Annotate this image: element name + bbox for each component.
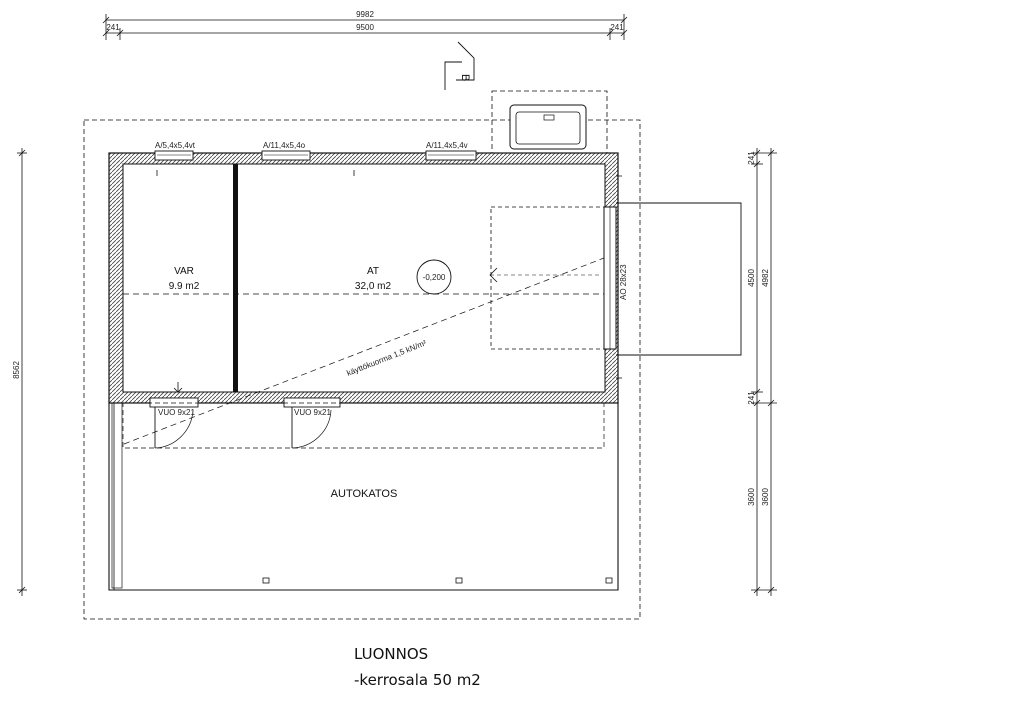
- caption-floor-area: -kerrosala 50 m2: [354, 671, 481, 689]
- dim-right-top-wall: 241: [747, 151, 756, 165]
- top-dimensions: [102, 14, 628, 40]
- door-1-label: VUO 9x21: [158, 408, 195, 417]
- level-marker: [416, 259, 452, 295]
- dim-wall-left: 241: [106, 23, 120, 32]
- window-1-label: A/5,4x5,4vt: [155, 141, 196, 150]
- door-2: [283, 397, 341, 449]
- plot-boundary: [83, 119, 641, 620]
- dim-overall-depth: 8562: [12, 361, 21, 379]
- dim-carport-depth-b: 3600: [761, 488, 770, 506]
- level-value: -0,200: [423, 273, 446, 282]
- section-marker-label: B: [459, 74, 471, 81]
- window-2: [261, 150, 355, 176]
- dim-right-room-outer: 4982: [761, 269, 770, 287]
- room-var-name: VAR: [174, 266, 194, 277]
- section-marker: [444, 41, 475, 90]
- dim-right-bottom-wall: 241: [747, 391, 756, 405]
- room-at-area: 32,0 m2: [355, 281, 392, 292]
- room-at-name: AT: [367, 266, 379, 277]
- window-3: [425, 150, 477, 161]
- door-1: [149, 382, 199, 449]
- room-carport-name: AUTOKATOS: [331, 488, 398, 500]
- caption-title: LUONNOS: [354, 645, 429, 663]
- right-dimensions: [751, 148, 777, 596]
- dim-carport-depth-a: 3600: [747, 488, 756, 506]
- load-line: [123, 257, 605, 445]
- fixture-unit: [491, 90, 608, 154]
- dim-right-room-depth: 4500: [747, 269, 756, 287]
- window-3-label: A/11,4x5,4v: [426, 141, 468, 150]
- garage-door: [489, 175, 742, 379]
- window-2-label: A/11,4x5,4o: [263, 141, 306, 150]
- door-2-label: VUO 9x21: [294, 408, 331, 417]
- dim-wall-right: 241: [610, 23, 624, 32]
- garage-door-label: AO 28x23: [619, 264, 628, 300]
- room-var-area: 9.9 m2: [169, 281, 200, 292]
- carport: [108, 402, 619, 591]
- dim-inner-width: 9500: [356, 23, 374, 32]
- dim-overall-width: 9982: [356, 10, 374, 19]
- left-dimension: [17, 148, 27, 596]
- building-walls: [108, 152, 619, 404]
- window-1: [154, 150, 194, 176]
